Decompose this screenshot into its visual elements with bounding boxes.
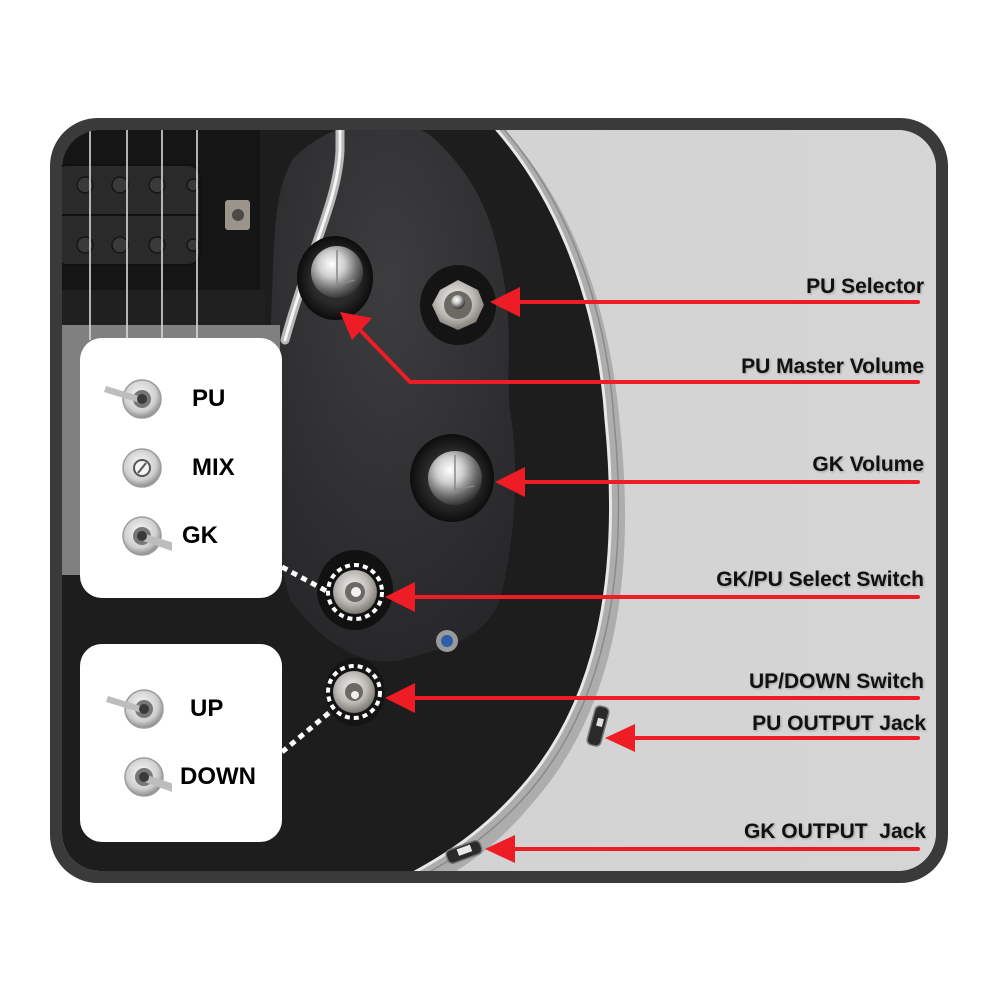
toggle-up-icon — [106, 689, 164, 729]
label-pu-output-jack: PU OUTPUT Jack — [752, 712, 926, 735]
legend-item-up: UP — [102, 686, 223, 732]
legend-label-up: UP — [190, 695, 224, 722]
toggle-down-icon — [124, 757, 172, 797]
pu-selector-toggle — [420, 265, 496, 345]
label-pu-selector: PU Selector — [806, 275, 924, 298]
label-pu-master-volume: PU Master Volume — [741, 355, 924, 378]
diagram-panel: PU Selector PU Master Volume GK Volume G… — [62, 130, 936, 871]
toggle-right-icon — [122, 516, 172, 556]
legend-item-down: DOWN — [102, 754, 256, 800]
legend-item-pu: PU — [102, 376, 225, 422]
callout-arrows — [358, 300, 920, 851]
legend-label-gk: GK — [182, 522, 218, 549]
legend-label-mix: MIX — [192, 454, 235, 481]
gk-volume-knob — [410, 434, 494, 522]
pu-output-jack — [586, 705, 610, 747]
diagram-frame: PU Selector PU Master Volume GK Volume G… — [50, 118, 948, 883]
label-up-down-switch: UP/DOWN Switch — [748, 670, 924, 693]
legend-select-switch: PU MIX GK — [80, 338, 282, 598]
gk-pu-select-switch-knob — [317, 550, 393, 630]
legend-label-down: DOWN — [180, 763, 256, 790]
legend-item-gk: GK — [102, 513, 218, 559]
toggle-left-icon — [104, 379, 162, 419]
label-gk-volume: GK Volume — [812, 453, 924, 476]
up-down-switch-knob — [325, 658, 385, 726]
toggle-center-icon — [122, 448, 162, 488]
legend-up-down-switch: UP DOWN — [80, 644, 282, 842]
label-gk-output-jack: GK OUTPUT Jack — [743, 820, 926, 843]
body-binding — [413, 130, 613, 871]
guitar-illustration — [62, 130, 936, 871]
legend-label-pu: PU — [192, 385, 226, 412]
label-gk-pu-select-switch: GK/PU Select Switch — [716, 568, 924, 591]
pu-master-volume-knob — [297, 236, 373, 320]
legend-item-mix: MIX — [102, 445, 235, 491]
gk-output-jack — [445, 839, 483, 865]
led-indicator — [436, 630, 458, 652]
